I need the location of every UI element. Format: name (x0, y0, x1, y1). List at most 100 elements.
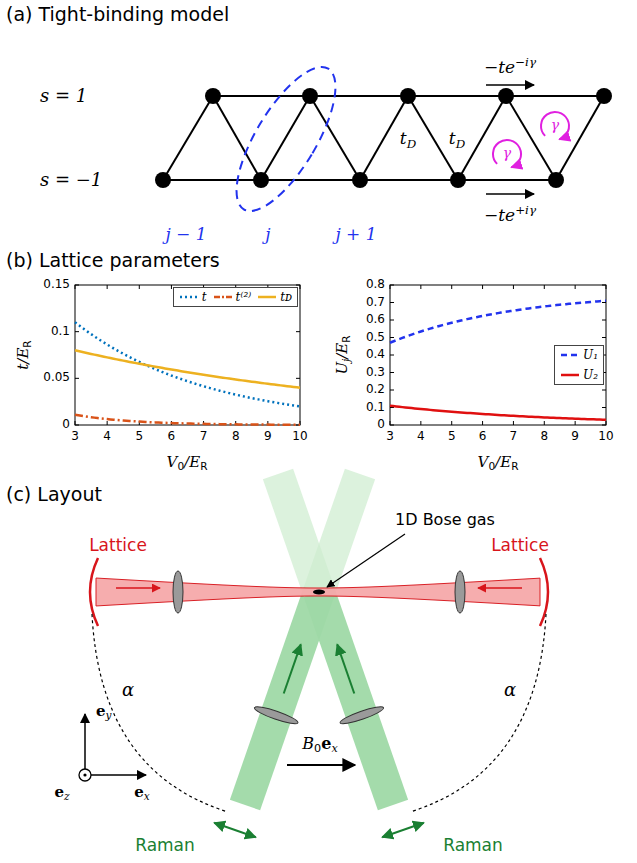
label-text: (c) Layout (6, 483, 102, 505)
label-text: e (134, 783, 144, 801)
label-text: 1D Bose gas (395, 510, 495, 529)
label-text: 0 (377, 417, 385, 431)
row-label: s = −1 (40, 170, 102, 190)
label-text: 0.5 (366, 330, 385, 344)
legend-sample (179, 292, 199, 302)
tick-label: 7 (510, 430, 518, 443)
legend-text: U₂ (583, 368, 598, 382)
legend-entry: t⁽²⁾ (213, 290, 252, 304)
tick-mark (390, 372, 394, 373)
beam-label: Raman (135, 836, 195, 855)
tick-mark (602, 390, 606, 391)
label-text: B (302, 734, 314, 753)
label-text: R (340, 335, 352, 342)
label-text: 0.6 (366, 312, 385, 326)
axis-label: ez (54, 784, 69, 803)
legend-sample (560, 350, 580, 360)
axis-label: ex (134, 784, 149, 803)
label-text: 4 (417, 429, 425, 443)
label-text: V (167, 453, 178, 471)
tick-mark (75, 421, 76, 425)
tick-mark (390, 390, 394, 391)
label-text: 8 (540, 429, 548, 443)
tick-mark (390, 302, 394, 303)
tick-mark (390, 320, 394, 321)
tick-mark (390, 425, 394, 426)
lattice-site (596, 88, 612, 104)
tick-label: 4 (103, 430, 111, 443)
label-text: e (321, 734, 331, 753)
label-text: 0.4 (366, 347, 385, 361)
angle-label: α (504, 680, 516, 700)
tick-label: 0.15 (43, 278, 70, 291)
label-text: s = 1 (40, 85, 87, 106)
label-text: 8 (232, 429, 240, 443)
label-text: /E (495, 453, 511, 471)
tick-label: 7 (200, 430, 208, 443)
label-text: j − 1 (165, 224, 206, 244)
tick-label: 0.2 (366, 383, 385, 396)
lens (339, 704, 385, 727)
tick-mark (300, 285, 301, 289)
label-text: 7 (200, 429, 208, 443)
label-text: α (122, 679, 134, 700)
lattice-site (352, 172, 368, 188)
label-text: Lattice (89, 535, 147, 555)
lattice-site (205, 88, 221, 104)
label-text: (b) Lattice parameters (6, 249, 220, 271)
tick-label: 0.1 (366, 401, 385, 414)
label-text: j + 1 (335, 224, 376, 244)
flux-arrow (493, 140, 521, 167)
leader-arrow (327, 534, 405, 587)
legend-entry: tᴅ (257, 290, 292, 304)
label-text: −iγ (515, 55, 536, 69)
tick-label: 3 (71, 430, 79, 443)
tick-label: 9 (571, 430, 579, 443)
tick-label: 0.8 (366, 278, 385, 291)
label-text: 6 (168, 429, 176, 443)
angle-label: α (122, 680, 134, 700)
legend-text: tᴅ (280, 290, 292, 304)
hopping-direction-arrow (486, 84, 534, 86)
axis-out-of-plane (79, 769, 91, 781)
label-text: D (456, 137, 466, 151)
tick-mark (420, 285, 421, 289)
label-text: 0 (488, 460, 495, 472)
label-text: D (407, 137, 417, 151)
hopping-label: −te−iγ (484, 56, 536, 76)
legend-text: t⁽²⁾ (236, 290, 252, 304)
row-label: s = 1 (40, 86, 87, 106)
label-text: Lattice (491, 535, 549, 555)
hopping-label: tD (449, 129, 465, 151)
axis-arrow (91, 774, 146, 776)
beam-direction-arrow (478, 587, 522, 589)
tick-mark (75, 331, 79, 332)
tick-mark (171, 285, 172, 289)
label-text: e (54, 783, 64, 801)
label-text: 10 (598, 429, 613, 443)
diagonal-hopping (458, 96, 506, 180)
flux-label: γ (503, 146, 511, 161)
angle-arc (410, 614, 546, 812)
raman-beam (304, 587, 408, 811)
cell-index: j − 1 (165, 225, 206, 244)
tick-mark (296, 378, 300, 379)
label-text: x (144, 790, 150, 802)
legend-line (258, 296, 276, 299)
tick-mark (482, 285, 483, 289)
tick-label: 3 (386, 430, 394, 443)
label-text: 0.1 (51, 324, 70, 338)
tick-label: 8 (232, 430, 240, 443)
tick-label: 4 (417, 430, 425, 443)
axis-label: V0/ER (478, 454, 519, 473)
beam-label: Lattice (491, 536, 549, 555)
tick-mark (602, 320, 606, 321)
lattice-panel (155, 53, 612, 224)
label-text: 0 (314, 742, 321, 755)
label-text: 7 (510, 429, 518, 443)
label-text: s = −1 (40, 169, 102, 190)
flux-label: γ (551, 118, 559, 133)
label-text: 0.7 (366, 295, 385, 309)
axis-arrow (84, 714, 86, 769)
label-text: R (511, 460, 518, 472)
